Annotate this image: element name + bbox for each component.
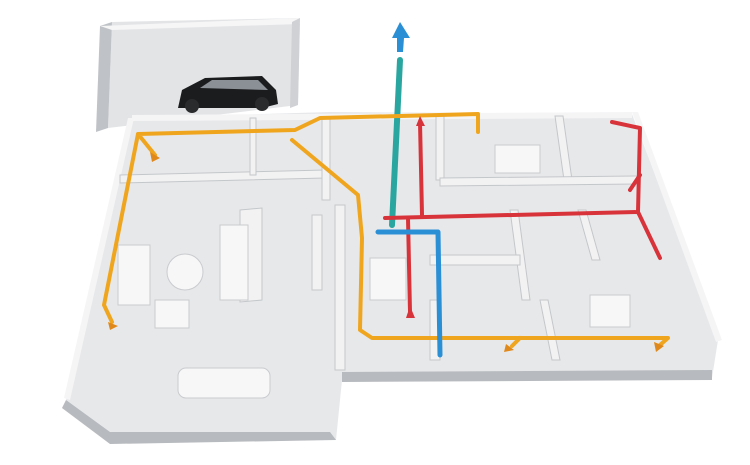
sofa-left — [117, 244, 151, 306]
outer-wall-south — [62, 400, 336, 444]
sofa — [219, 224, 249, 301]
bed-2 — [589, 294, 631, 328]
supply-duct-north — [136, 112, 480, 157]
garage-wall-right — [290, 18, 300, 108]
furniture — [117, 144, 631, 399]
extract-duct-bath — [628, 173, 642, 192]
garage-wall-left — [96, 22, 112, 132]
armchair — [154, 299, 190, 329]
exhaust-duct — [389, 57, 403, 228]
dining-table — [177, 367, 271, 399]
garage-wall-back — [100, 18, 300, 30]
interior-walls — [119, 115, 641, 371]
ducts — [102, 22, 670, 358]
house — [62, 112, 722, 444]
outer-wall-east — [632, 112, 722, 342]
fresh-air-duct — [375, 229, 443, 358]
airflow-arrow-icon — [108, 152, 664, 352]
exhaust-arrow-icon — [392, 22, 410, 52]
supply-duct-west — [102, 132, 140, 324]
kitchen-counter — [369, 257, 407, 301]
extract-duct-north — [418, 120, 424, 217]
supply-duct-branch — [510, 336, 522, 348]
outer-wall-west — [64, 118, 134, 400]
supply-duct-main — [290, 138, 670, 347]
rug — [166, 253, 204, 291]
extract-duct-east — [383, 120, 642, 220]
garage-floor — [108, 18, 300, 128]
airflow-arrow-icon — [406, 116, 425, 318]
outer-wall-south-right — [342, 370, 712, 382]
car-icon — [178, 76, 278, 113]
garage — [96, 18, 300, 132]
extract-duct-southeast — [636, 210, 662, 260]
bed-1 — [494, 144, 541, 174]
